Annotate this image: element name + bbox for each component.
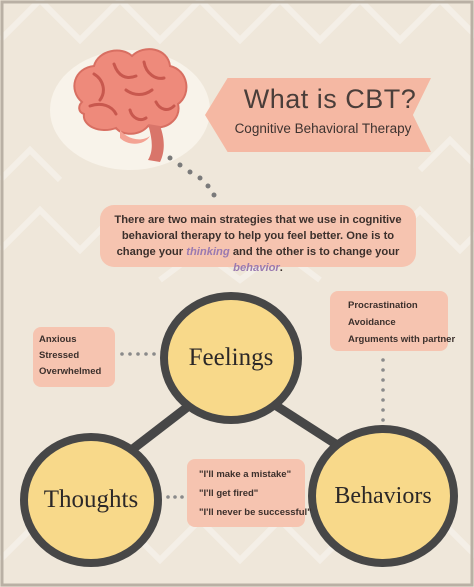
thoughts-label: Thoughts [43,486,139,513]
list-item: "I'll never be successful" [199,507,312,518]
page-title: What is CBT? [243,84,417,114]
brain-icon [73,48,188,162]
thoughts-node: Thoughts [20,433,162,567]
list-item: Anxious [39,334,77,345]
behaviors-examples-box: Procrastination Avoidance Arguments with… [330,291,456,351]
intro-emphasis-thinking: thinking [186,246,230,258]
feelings-node: Feelings [160,292,302,424]
intro-part-3: . [279,262,283,274]
title-banner [205,78,431,152]
list-item: Arguments with partner [348,334,456,345]
dotted-connectors [120,352,385,499]
feelings-label: Feelings [188,344,274,371]
list-item: "I'll get fired" [199,488,259,499]
list-item: Stressed [39,350,80,361]
intro-part-1: There are two main strategies that we us… [114,214,402,258]
thoughts-examples-box: "I'll make a mistake" "I'll get fired" "… [187,459,312,527]
list-item: Avoidance [348,317,396,328]
intro-emphasis-behavior: behavior [233,262,280,274]
list-item: "I'll make a mistake" [199,469,292,480]
connector-feelings-thoughts [122,401,193,459]
list-item: Overwhelmed [39,366,102,377]
behaviors-node: Behaviors [308,425,458,567]
page-subtitle: Cognitive Behavioral Therapy [234,121,412,136]
intro-text: There are two main strategies that we us… [100,205,416,274]
list-item: Procrastination [348,300,418,311]
intro-part-2: and the other is to change your [229,246,400,258]
feelings-examples-box: Anxious Stressed Overwhelmed [33,327,115,387]
behaviors-label: Behaviors [334,482,432,509]
